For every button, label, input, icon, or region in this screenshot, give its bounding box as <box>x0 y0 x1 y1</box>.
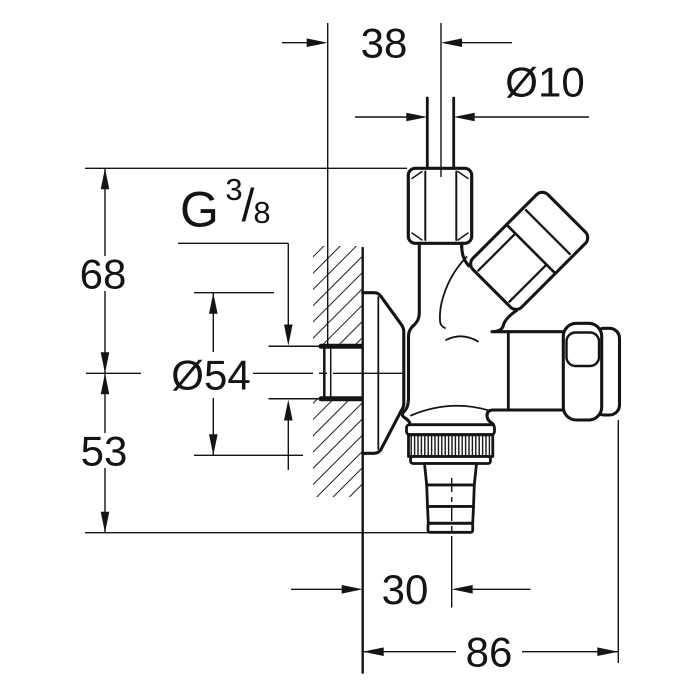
dim-outlet-offset-label: 30 <box>382 566 429 613</box>
hose-union <box>405 423 496 465</box>
dim-height-lower: 53 <box>81 373 429 534</box>
dim-flange-diameter: Ø54 <box>171 292 303 456</box>
knurled-ring <box>407 433 495 458</box>
dim-height-lower-label: 53 <box>81 428 128 475</box>
dim-flange-diameter-label: Ø54 <box>171 352 250 399</box>
branch-upper-fillet <box>460 244 471 268</box>
branch-lower-fillet <box>491 308 519 334</box>
body-column <box>400 241 464 429</box>
centerlines <box>253 23 453 545</box>
dim-top-width: 38 <box>282 20 512 346</box>
dim-pipe-diameter-label: Ø10 <box>505 59 584 106</box>
dim-thread-numerator-label: 3 <box>225 172 242 207</box>
top-nut <box>406 166 474 245</box>
valve-body <box>268 96 622 674</box>
dim-pipe-diameter: Ø10 <box>355 59 589 122</box>
dim-thread-size: G 3 / 8 <box>178 172 293 470</box>
dim-thread-slash-label: / <box>242 179 255 231</box>
dim-thread-denominator-label: 8 <box>253 195 270 230</box>
dim-total-depth-label: 86 <box>466 629 513 676</box>
inlet-pipe <box>425 96 456 170</box>
dim-thread-prefix-label: G <box>180 182 219 238</box>
internal-flow-lines <box>410 256 490 417</box>
dim-total-depth: 86 <box>362 420 619 676</box>
right-outlet <box>485 321 622 429</box>
dim-height-upper: 68 <box>80 167 407 374</box>
dim-outlet-offset: 30 <box>291 545 531 613</box>
thread-socket <box>268 343 367 402</box>
hose-barb <box>423 462 478 534</box>
dim-top-width-label: 38 <box>361 20 408 67</box>
dimensions: 38 Ø10 68 53 <box>80 20 619 676</box>
dim-height-upper-label: 68 <box>80 251 127 298</box>
angled-branch <box>469 190 590 311</box>
